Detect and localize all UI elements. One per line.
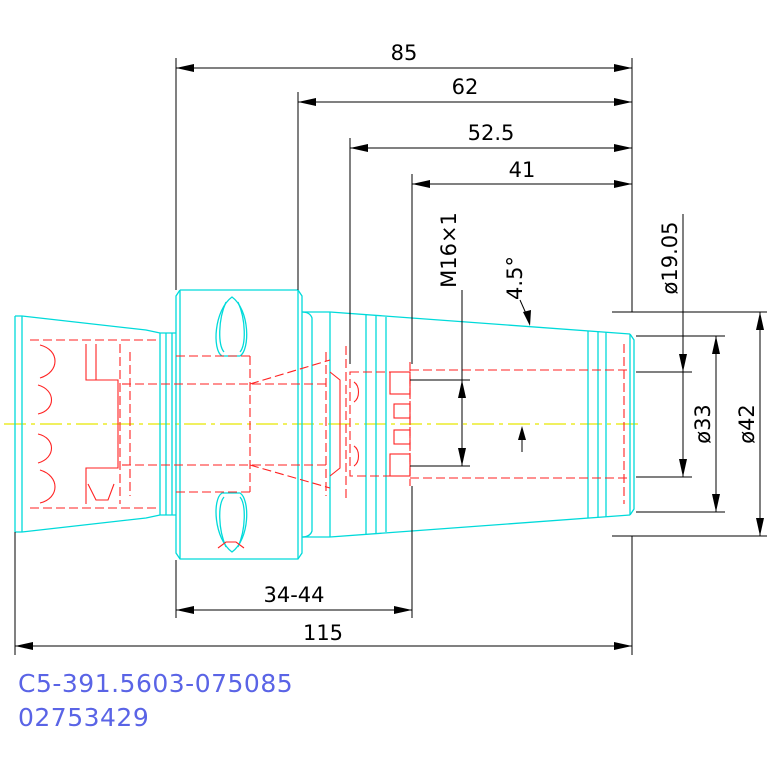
dim-dia-33: ø33 (691, 404, 715, 444)
dim-52-5: 52.5 (468, 121, 515, 145)
dim-34-44: 34-44 (263, 583, 324, 607)
internal-hidden-lines (30, 339, 630, 549)
order-code: 02753429 (18, 703, 149, 732)
dim-85: 85 (391, 41, 418, 65)
dim-taper-angle: 4.5° (503, 256, 527, 300)
dim-thread-m16x1: M16×1 (437, 212, 461, 288)
dimension-lines (14, 58, 767, 655)
part-number: C5-391.5603-075085 (18, 669, 293, 698)
dim-dia-19-05: ø19.05 (658, 222, 682, 295)
tool-holder-outline (14, 289, 635, 560)
dim-62: 62 (452, 75, 479, 99)
dim-41: 41 (509, 158, 536, 182)
dim-dia-42: ø42 (735, 404, 759, 444)
dim-115: 115 (303, 621, 343, 645)
